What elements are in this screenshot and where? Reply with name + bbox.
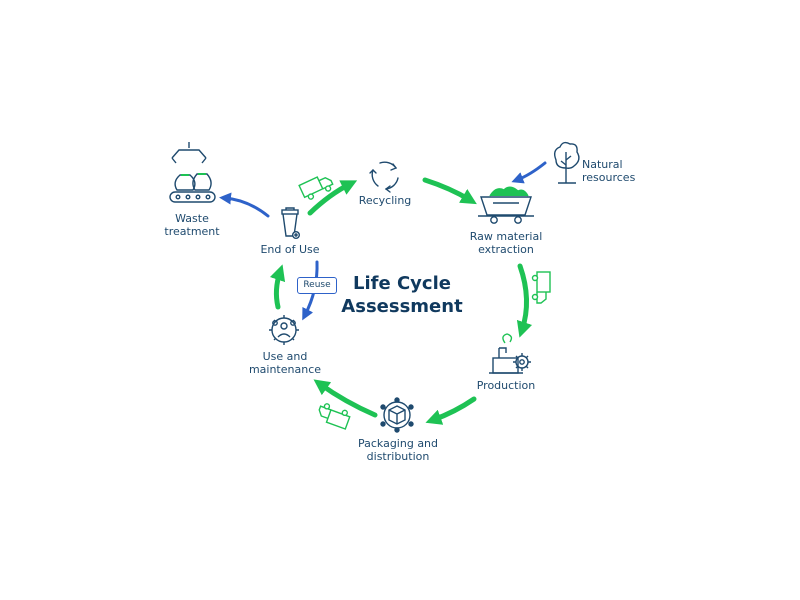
label-use: Use and maintenance	[248, 350, 322, 376]
arrow-end-to-recycling	[307, 180, 358, 216]
people-gear-icon	[269, 315, 299, 345]
arrow-raw-to-production	[516, 263, 533, 338]
factory-gear-icon	[489, 333, 531, 374]
label-recycling: Recycling	[358, 194, 412, 207]
truck-icon-recycling	[298, 176, 334, 200]
title-line-2: Assessment	[341, 296, 463, 317]
label-raw-material: Raw material extraction	[469, 230, 543, 256]
diagram-title: Life Cycle Assessment	[320, 272, 484, 318]
arrow-use-to-end	[269, 264, 286, 310]
recycle-icon	[369, 161, 399, 193]
arrow-packaging-to-use	[313, 379, 378, 418]
reuse-badge: Reuse	[297, 277, 337, 294]
trash-bin-icon	[281, 207, 301, 239]
label-natural-resources: Natural resources	[582, 158, 636, 184]
cycle-arrows	[269, 177, 533, 425]
mine-cart-icon	[478, 186, 534, 224]
package-network-icon	[380, 397, 414, 433]
label-packaging: Packaging and distribution	[357, 437, 439, 463]
label-waste-treatment: Waste treatment	[164, 212, 220, 238]
arrow-end-to-waste	[219, 192, 270, 218]
arrow-production-to-packaging	[425, 396, 477, 425]
truck-icon-production	[531, 271, 551, 304]
waste-bags-icon	[169, 142, 216, 203]
truck-icon-packaging	[318, 403, 351, 430]
label-end-of-use: End of Use	[260, 243, 320, 256]
label-production: Production	[476, 379, 536, 392]
title-line-1: Life Cycle	[353, 273, 451, 294]
arrow-recycling-to-raw	[422, 177, 477, 205]
tree-icon	[553, 141, 580, 184]
arrow-natural-to-raw	[511, 161, 547, 184]
